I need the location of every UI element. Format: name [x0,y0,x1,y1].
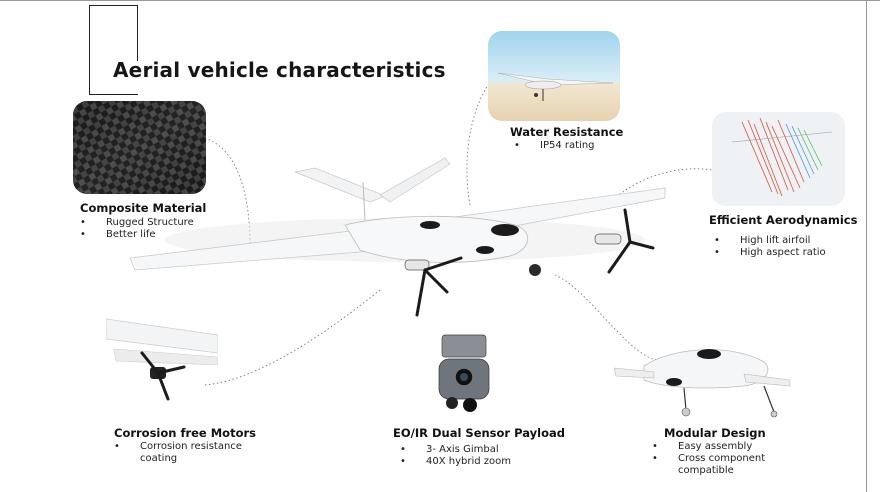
cfd-streamlines-image [712,112,845,206]
sensor-title: EO/IR Dual Sensor Payload [393,426,565,440]
modular-item-continued: compatible [652,465,765,477]
aircraft-image [129,157,666,317]
motor-closeup-image [105,318,219,401]
sensor-photo [436,333,492,417]
sensor-item: 40X hybrid zoom [400,456,511,468]
sensor-item: 3- Axis Gimbal [400,444,511,456]
composite-title: Composite Material [80,201,207,215]
slide-title: Aerial vehicle characteristics [113,58,446,82]
composite-item: Rugged Structure [80,217,194,229]
motor-photo [105,313,219,403]
sensor-list: 3- Axis Gimbal 40X hybrid zoom [400,444,511,468]
connector-modular [554,274,661,361]
modular-item: Cross component [652,453,765,465]
motors-list: Corrosion resistance coating [114,441,242,465]
composite-list: Rugged Structure Better life [80,217,194,241]
carbon-weave-image [73,101,206,194]
modular-photo [613,328,792,420]
eo-ir-gimbal-image [438,334,490,412]
modular-list: Easy assembly Cross component compatible [652,441,765,477]
aero-item: High lift airfoil [714,235,826,247]
aero-list: High lift airfoil High aspect ratio [714,235,826,259]
water-list: IP54 rating [514,140,595,152]
modular-title: Modular Design [664,426,766,440]
modular-item-continued-text: compatible [678,465,734,476]
water-item: IP54 rating [514,140,595,152]
aero-item: High aspect ratio [714,247,826,259]
carbon-fiber-photo [73,101,206,194]
slide-border-top [0,0,880,1]
motors-item-continued-text: coating [140,453,178,464]
slide-border-right [866,0,867,492]
motors-item-continued: coating [114,453,242,465]
modular-item: Easy assembly [652,441,765,453]
beach-drone-image [488,31,620,121]
title-bracket [89,5,138,95]
water-title: Water Resistance [510,125,624,139]
connector-motors [204,289,381,386]
motors-title: Corrosion free Motors [114,426,256,440]
composite-item: Better life [80,229,194,241]
connector-water [466,81,491,206]
aero-title: Efficient Aerodynamics [709,213,858,227]
modular-fuselage-image [613,349,791,418]
cfd-photo [712,112,845,206]
connector-composite [204,137,251,246]
motors-item: Corrosion resistance [114,441,242,453]
water-beach-photo [488,31,620,121]
